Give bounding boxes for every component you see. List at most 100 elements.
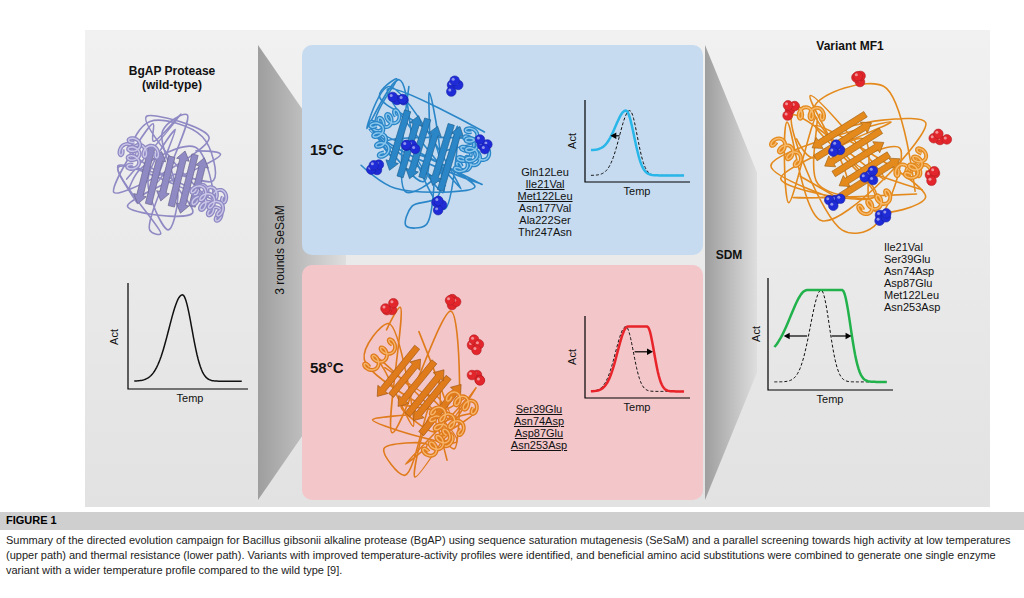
activity-curve: [591, 111, 684, 176]
mutation-spheres: [401, 140, 419, 154]
axis-label: Temp: [624, 401, 651, 414]
axis-label: Act: [108, 329, 121, 345]
arrow-shape: [705, 45, 757, 500]
protein-loop: [784, 84, 926, 221]
atom-highlight: [447, 297, 450, 300]
mutation-spheres: [829, 140, 845, 157]
atom-highlight: [412, 146, 415, 149]
atom-highlight: [435, 207, 438, 210]
atom-sphere: [829, 147, 839, 157]
protein-loop: [367, 80, 485, 210]
atom-highlight: [883, 210, 886, 213]
atom-highlight: [837, 196, 840, 199]
node-text: Asn74Asp: [514, 415, 564, 428]
figure-heading: Variant MF1: [816, 39, 883, 53]
alpha-helix-highlight: [370, 123, 389, 157]
alpha-helix-highlight: [771, 139, 801, 166]
atom-highlight: [928, 178, 931, 181]
shift-arrow: [787, 335, 807, 336]
panel-shape: [302, 45, 703, 255]
axis-label: Act: [566, 133, 579, 149]
node-text: 15°C: [310, 141, 344, 159]
atom-sphere: [475, 135, 485, 145]
atom-sphere: [402, 141, 412, 151]
atom-highlight: [870, 168, 873, 171]
alpha-helix-highlight: [127, 138, 140, 169]
activity-curve: [774, 290, 886, 382]
alpha-helix: [127, 138, 140, 169]
atom-highlight: [484, 141, 487, 144]
alpha-helix-highlight: [423, 429, 450, 455]
atom-sphere: [401, 140, 411, 150]
figure-panel: [85, 30, 990, 507]
activity-curve: [591, 327, 684, 392]
atom-sphere: [853, 71, 863, 81]
alpha-helix-highlight: [191, 186, 223, 216]
node-text: Ala222Ser: [519, 214, 570, 227]
figure-number: FIGURE 1: [6, 514, 57, 527]
atom-sphere: [868, 166, 878, 176]
atom-highlight: [785, 113, 788, 116]
atom-highlight: [877, 212, 880, 215]
atom-sphere: [835, 194, 845, 204]
atom-highlight: [471, 337, 474, 340]
mutation-spheres: [381, 298, 399, 314]
atom-highlight: [400, 96, 403, 99]
node-text: Ile21Val: [526, 178, 565, 191]
node-shape: [302, 265, 703, 500]
atom-highlight: [435, 198, 438, 201]
mutation-spheres: [467, 335, 483, 355]
atom-sphere: [445, 295, 455, 305]
atom-highlight: [371, 162, 374, 165]
atom-sphere: [398, 94, 408, 104]
plot-axes: [768, 278, 893, 390]
activity-curve: [134, 295, 242, 381]
atom-sphere: [450, 76, 460, 86]
alpha-helix: [364, 339, 395, 370]
mutation-label: Ser39Glu: [884, 253, 930, 266]
protein-ribbon: [361, 79, 489, 228]
alpha-helix: [905, 148, 926, 178]
mutation-spheres: [446, 76, 463, 96]
activity-curve: [774, 290, 886, 382]
atom-highlight: [877, 218, 880, 221]
activity-curve: [591, 111, 684, 176]
panel-artwork: [364, 294, 690, 477]
mutation-spheres: [445, 294, 461, 309]
shift-arrowhead: [647, 349, 653, 355]
atom-sphere: [783, 111, 793, 121]
atom-sphere: [927, 176, 937, 186]
atom-highlight: [833, 142, 836, 145]
atom-highlight: [931, 168, 934, 171]
mutation-label: Ile21Val: [884, 241, 923, 254]
mutation-spheres: [852, 71, 866, 87]
atom-sphere: [929, 166, 939, 176]
atom-highlight: [452, 78, 455, 81]
atom-highlight: [473, 347, 476, 350]
atom-highlight: [830, 149, 833, 152]
activity-plot: [585, 100, 690, 182]
node-text: 3 rounds SeSaM: [273, 205, 287, 294]
atom-highlight: [403, 142, 406, 145]
mutation-spheres: [475, 135, 492, 154]
mutation-label: Asp87Glu: [884, 277, 932, 290]
caption-bar: [0, 512, 1024, 530]
axis-label: Act: [566, 349, 579, 365]
mutation-spheres: [875, 209, 891, 226]
plot-axes: [128, 283, 248, 389]
wild-type-artwork: [113, 114, 248, 389]
variant-artwork: [768, 71, 952, 390]
mutation-spheres: [860, 166, 878, 185]
mutation-spheres: [366, 160, 383, 175]
mutation-spheres: [388, 92, 408, 105]
atom-highlight: [390, 300, 393, 303]
atom-highlight: [390, 94, 393, 97]
alpha-helix-highlight: [466, 128, 478, 161]
shift-arrowhead: [784, 333, 790, 339]
node-text: SDM: [716, 248, 743, 262]
atom-sphere: [410, 144, 420, 154]
atom-sphere: [467, 370, 477, 380]
plot-axes: [585, 100, 690, 182]
node-shape: [705, 45, 757, 500]
